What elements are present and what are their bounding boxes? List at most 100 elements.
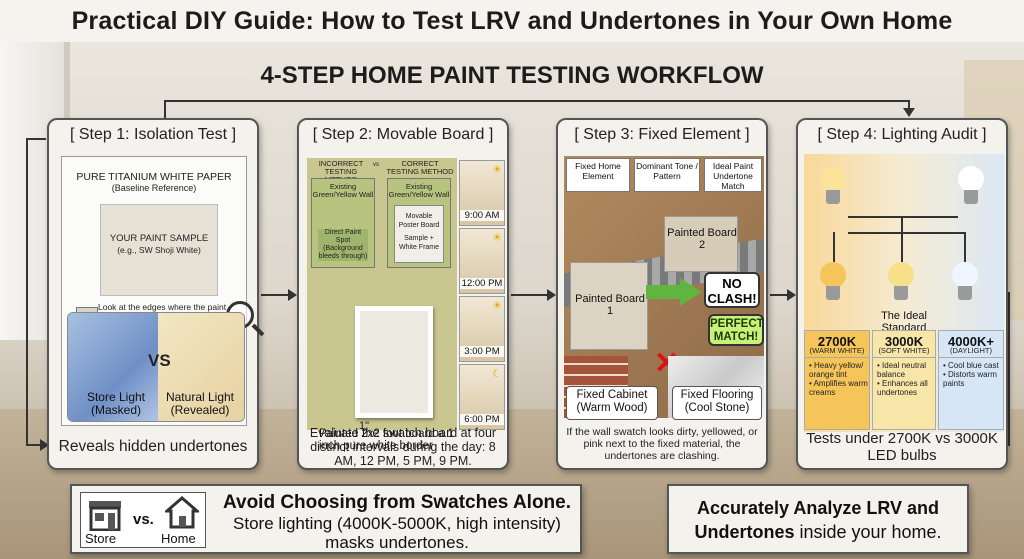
bulb-icon <box>818 166 848 210</box>
bulb-icon <box>956 166 986 210</box>
home-icon <box>165 496 199 529</box>
store-icon <box>89 501 121 531</box>
chip-dominant-tone: Dominant Tone / Pattern <box>634 158 700 192</box>
bulb-icon <box>886 262 916 306</box>
board-1: Painted Board 1 <box>570 262 648 350</box>
step3-title: [ Step 3: Fixed Element ] <box>574 126 750 143</box>
col-bullet: • Ideal neutral balance <box>877 361 927 379</box>
method-vs: vs <box>373 162 379 168</box>
step3-footer: If the wall swatch looks dirty, yellowed… <box>566 426 758 462</box>
sample-frame-label: Sample + White Frame <box>398 235 440 251</box>
left-connector-bottom <box>26 444 44 446</box>
fixed-element-scene: Fixed Home Element Dominant Tone / Patte… <box>564 156 764 420</box>
chip-ideal-match: Ideal Paint Undertone Match <box>704 158 762 192</box>
correct-panel: Existing Green/Yellow Wall Movable Poste… <box>387 178 451 268</box>
top-connector-span <box>164 100 910 102</box>
step4-footer: Tests under 2700K vs 3000K LED bulbs <box>806 430 998 464</box>
paper-sub: (Baseline Reference) <box>111 183 197 193</box>
bulb-icon <box>950 262 980 306</box>
arrow-3-4-head <box>787 289 796 301</box>
board-2-label: Painted Board 2 <box>667 227 737 251</box>
sample-sub: (e.g., SW Shoji White) <box>117 245 201 255</box>
time-label: 12:00 PM <box>460 278 504 289</box>
arrow-1-2 <box>261 294 289 296</box>
step1-footer: Reveals hidden undertones <box>58 438 248 455</box>
bottom-left-headline: Avoid Choosing from Swatches Alone. <box>222 492 571 513</box>
incorrect-panel: Existing Green/Yellow Wall Direct Paint … <box>311 178 375 268</box>
bulb-wire <box>848 216 958 218</box>
left-connector-top <box>26 138 46 140</box>
natural-light-image <box>158 313 244 421</box>
arrow-3-4 <box>770 294 788 296</box>
store-vs-home-panel: Store vs. Home Avoid Choosing from Swatc… <box>70 484 582 554</box>
store-light-label: Store Light (Masked) <box>86 390 146 417</box>
no-clash-badge: NO CLASH! <box>704 272 760 308</box>
time-thumb-3: ☀3:00 PM <box>459 296 505 362</box>
paint-sample: YOUR PAINT SAMPLE (e.g., SW Shoji White) <box>100 204 218 296</box>
col-bullet: • Enhances all undertones <box>877 379 928 397</box>
col-kelvin: 4000K+ <box>948 334 994 349</box>
movable-board-label: Movable Poster Board <box>398 213 440 229</box>
top-connector-right <box>908 100 910 110</box>
natural-light-label: Natural Light (Revealed) <box>165 390 235 417</box>
step3-card: [ Step 3: Fixed Element ] Fixed Home Ele… <box>556 118 768 470</box>
step1-card: [ Step 1: Isolation Test ] PURE TITANIUM… <box>47 118 259 470</box>
home-label: Home <box>161 531 196 546</box>
col-sub: (WARM WHITE) <box>805 346 869 358</box>
time-label: 3:00 PM <box>460 346 504 357</box>
correct-wall-label: Existing Green/Yellow Wall <box>388 182 450 199</box>
board-label: Painted 2x2 foot board a 1 inch pure whi… <box>319 428 454 452</box>
step4-title: [ Step 4: Lighting Audit ] <box>817 126 987 143</box>
step4-card: [ Step 4: Lighting Audit ] The Ideal Sta… <box>796 118 1008 470</box>
col-2700k: 2700K (WARM WHITE) • Heavy yellow/ orang… <box>804 330 870 430</box>
wall-scene: INCORRECT TESTING METHOD vs CORRECT TEST… <box>307 158 457 452</box>
bulb-icon <box>818 262 848 306</box>
col-3000k: 3000K (SOFT WHITE) • Ideal neutral balan… <box>872 330 936 430</box>
store-light-image <box>68 313 160 421</box>
board-2: Painted Board 2 <box>664 216 738 272</box>
time-thumb-4: ☾ 6:00 PM <box>459 364 505 430</box>
arrow-2-3 <box>511 294 548 296</box>
arrow-1-2-head <box>288 289 297 301</box>
poster-board <box>355 306 433 418</box>
step2-title: [ Step 2: Movable Board ] <box>312 126 494 143</box>
inch-label: 1" <box>359 420 370 432</box>
col-bullet: • Distorts warm paints <box>943 370 997 388</box>
analyze-line2: Undertones inside your home. <box>673 522 963 543</box>
col-kelvin: 2700K <box>817 334 857 349</box>
bottom-left-body: Store lighting (4000K-5000K, high intens… <box>233 514 561 552</box>
analyze-panel: Accurately Analyze LRV and Undertones in… <box>667 484 969 554</box>
analyze-bold: Undertones <box>694 522 795 542</box>
time-label: 6:00 PM <box>460 414 504 425</box>
time-thumb-2: ☀ 12:00 PM <box>459 228 505 294</box>
col-bullet: • Heavy yellow/ orange tint <box>809 361 864 379</box>
col-bullet: • Cool blue cast <box>943 361 999 370</box>
bulb-wire <box>901 218 903 262</box>
moon-icon: ☾ <box>492 368 502 380</box>
board-1-label: Painted Board 1 <box>575 293 645 317</box>
store-label: Store <box>85 531 117 546</box>
step2-footer: Evaluate the swatch board at four distin… <box>309 426 497 468</box>
sun-icon: ☀ <box>492 232 502 244</box>
movable-board-card: Movable Poster Board Sample + White Fram… <box>394 205 444 263</box>
paper-title: PURE TITANIUM WHITE PAPER <box>76 171 232 183</box>
header-bar: Practical DIY Guide: How to Test LRV and… <box>0 0 1024 42</box>
store-home-icons: Store vs. Home <box>80 492 206 548</box>
store-vs-home-vs: vs. <box>133 511 154 528</box>
sun-icon: ☀ <box>492 164 502 176</box>
light-comparison: VS Store Light (Masked) Natural Light (R… <box>67 312 245 422</box>
left-connector-arrow <box>40 439 49 451</box>
workflow-title: 4-STEP HOME PAINT TESTING WORKFLOW <box>260 62 764 89</box>
time-thumb-1: ☀9:00 AM <box>459 160 505 226</box>
sample-title: YOUR PAINT SAMPLE <box>109 233 209 244</box>
col-sub: (DAYLIGHT) <box>939 346 1003 358</box>
bottom-connector-right <box>1008 292 1010 446</box>
flooring-label: Fixed Flooring (Cool Stone) <box>672 386 762 420</box>
correct-head: CORRECT TESTING METHOD <box>386 159 454 176</box>
page-title: Practical DIY Guide: How to Test LRV and… <box>71 6 953 35</box>
analyze-line1: Accurately Analyze LRV and <box>696 498 940 518</box>
step2-card: [ Step 2: Movable Board ] INCORRECT TEST… <box>297 118 509 470</box>
perfect-match-badge: PERFECT MATCH! <box>708 314 764 346</box>
col-bullet: • Amplifies warm creams <box>809 379 868 397</box>
bulb-wire <box>833 232 835 262</box>
